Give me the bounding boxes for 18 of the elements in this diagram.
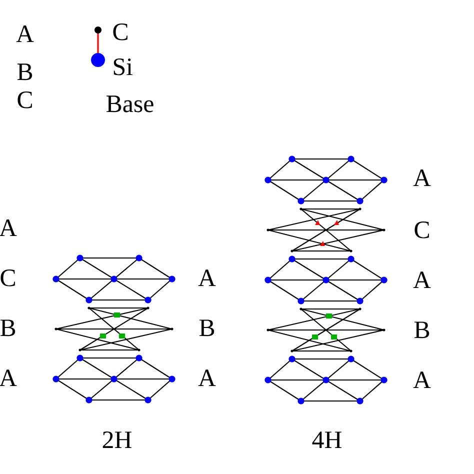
legend-label: Si (114, 58, 132, 76)
layer-letter: B (199, 320, 214, 336)
layer-letter: C (414, 222, 429, 238)
layer-letter: A (198, 370, 216, 386)
layer-letter: B (0, 320, 16, 336)
layer-letter: B (414, 322, 430, 338)
layer-letter: A (413, 272, 431, 288)
polytype-label: 4H (312, 432, 342, 448)
layer-letter: A (413, 170, 431, 186)
layer-letter: A (16, 26, 34, 42)
layer-letter: B (17, 64, 32, 80)
layer-letter: A (413, 372, 431, 388)
base-label: Base (106, 96, 154, 112)
layer-letter: C (0, 270, 15, 286)
layer-letter: C (18, 92, 32, 108)
legend-label: C (113, 24, 128, 40)
polytype-label: 2H (102, 432, 132, 448)
layer-letter: A (198, 270, 216, 286)
